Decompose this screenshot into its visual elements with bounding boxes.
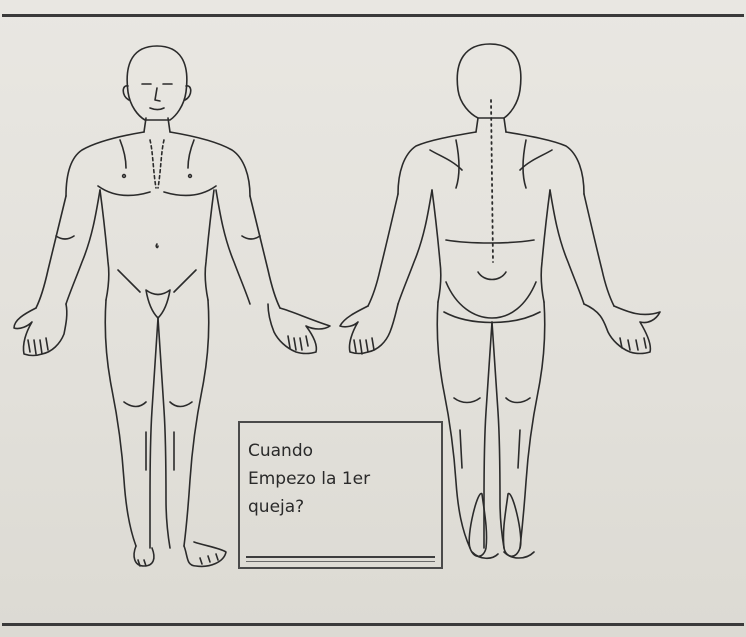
answer-line[interactable] — [246, 556, 435, 558]
onset-question-box: Cuando Empezo la 1er queja? — [238, 421, 443, 569]
answer-underline — [246, 561, 435, 562]
onset-question-text: Cuando Empezo la 1er queja? — [248, 437, 436, 521]
